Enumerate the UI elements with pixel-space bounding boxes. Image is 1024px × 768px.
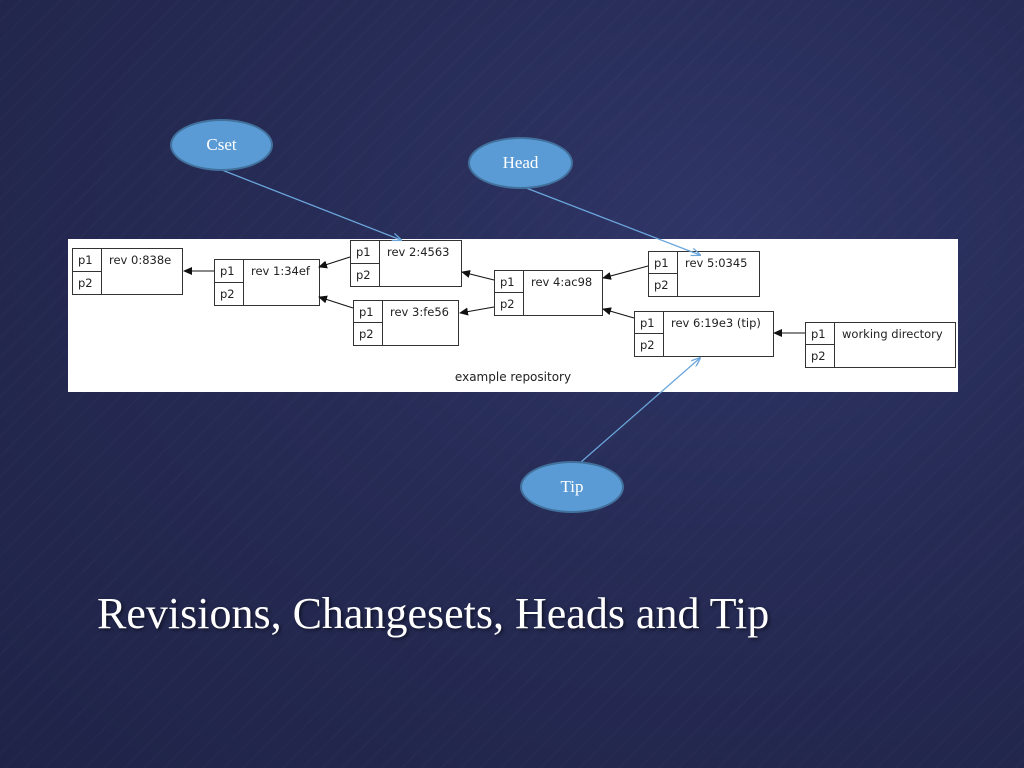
- node-rev0-p1: p1: [73, 249, 102, 272]
- node-rev3-p2: p2: [354, 323, 383, 345]
- node-rev6: p1 p2 rev 6:19e3 (tip): [634, 311, 774, 357]
- node-rev4: p1 p2 rev 4:ac98: [494, 270, 603, 316]
- edge-rev6-rev4: [602, 307, 635, 319]
- node-rev4-label: rev 4:ac98: [531, 275, 593, 289]
- repository-diagram-panel: p1 p2 rev 0:838e p1 p2 rev 1:34ef p1 p2 …: [68, 239, 958, 392]
- node-rev1-p2: p2: [215, 282, 244, 305]
- node-rev3: p1 p2 rev 3:fe56: [353, 300, 459, 346]
- node-rev6-p2: p2: [635, 334, 664, 356]
- slide-title: Revisions, Changesets, Heads and Tip: [97, 589, 770, 638]
- callout-tip-bubble: Tip: [520, 461, 624, 513]
- edge-rev3-rev1: [318, 295, 354, 309]
- node-rev2-p1: p1: [351, 241, 380, 264]
- node-rev0-label: rev 0:838e: [109, 253, 172, 267]
- node-rev2-label: rev 2:4563: [387, 245, 450, 259]
- node-rev1-p1: p1: [215, 260, 244, 283]
- callout-line-head: [520, 185, 700, 255]
- callout-tip-label: Tip: [560, 477, 584, 496]
- callout-head-bubble: Head: [468, 137, 573, 189]
- node-rev1: p1 p2 rev 1:34ef: [214, 259, 320, 306]
- node-rev2-p2: p2: [351, 263, 380, 286]
- edge-rev4-rev3: [459, 306, 495, 316]
- edge-rev2-rev1: [318, 256, 351, 269]
- node-rev1-label: rev 1:34ef: [251, 264, 310, 278]
- node-rev0: p1 p2 rev 0:838e: [72, 248, 183, 295]
- node-rev4-p2: p2: [495, 293, 524, 315]
- node-rev2: p1 p2 rev 2:4563: [350, 240, 462, 287]
- node-wd-label: working directory: [842, 327, 943, 341]
- node-rev6-p1: p1: [635, 312, 664, 334]
- node-rev6-label: rev 6:19e3 (tip): [671, 316, 761, 330]
- callout-cset-label: Cset: [206, 135, 237, 154]
- node-rev0-p2: p2: [73, 271, 102, 294]
- node-rev5-p2: p2: [649, 274, 678, 296]
- node-wd-p1: p1: [806, 323, 835, 345]
- callout-cset-bubble: Cset: [170, 119, 273, 171]
- edge-rev5-rev4: [602, 265, 649, 280]
- node-working-directory: p1 p2 working directory: [805, 322, 956, 368]
- callout-line-tip: [580, 358, 700, 463]
- node-rev4-p1: p1: [495, 271, 524, 293]
- diagram-caption: example repository: [454, 370, 572, 384]
- node-rev3-p1: p1: [354, 301, 383, 323]
- node-rev3-label: rev 3:fe56: [390, 305, 449, 319]
- node-rev5: p1 p2 rev 5:0345: [648, 251, 760, 297]
- callout-head-label: Head: [502, 153, 539, 172]
- edge-rev4-rev2: [461, 270, 495, 281]
- node-wd-p2: p2: [806, 345, 835, 367]
- node-rev5-label: rev 5:0345: [685, 256, 748, 270]
- node-rev5-p1: p1: [649, 252, 678, 274]
- callout-line-cset: [221, 169, 401, 240]
